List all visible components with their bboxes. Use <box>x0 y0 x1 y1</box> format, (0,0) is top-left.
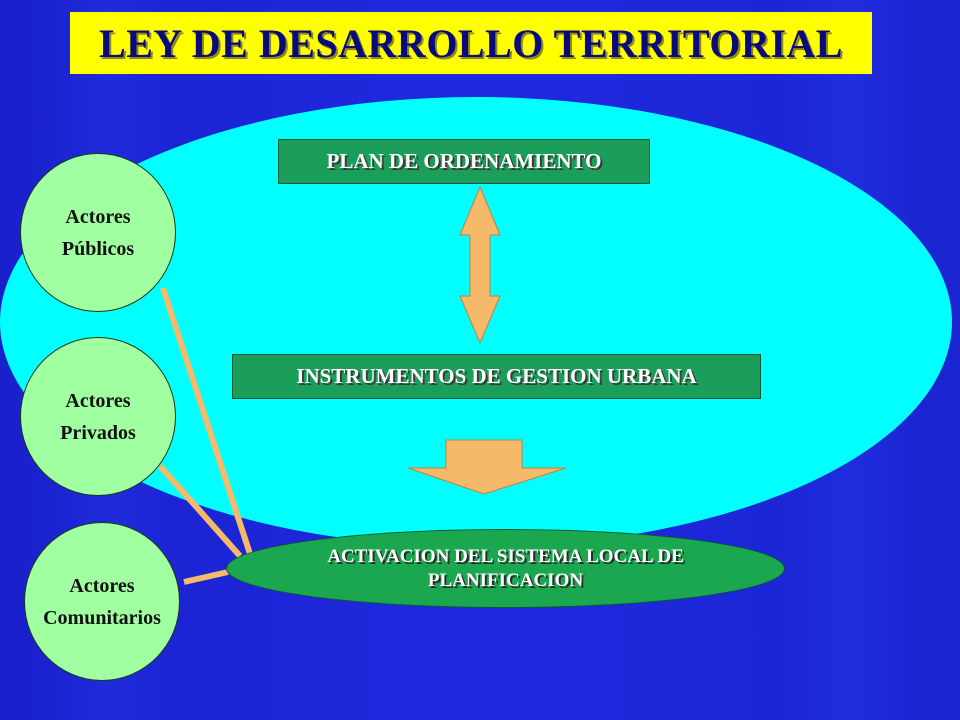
plan-ordenamiento-label: PLAN DE ORDENAMIENTO <box>326 149 602 173</box>
double-arrow-icon <box>459 185 501 345</box>
actor-publicos-label: Actores Públicos <box>61 205 135 260</box>
connector-privados <box>157 464 243 558</box>
plan-ordenamiento-box: PLAN DE ORDENAMIENTO <box>278 139 650 184</box>
actor-privados-label: Actores Privados <box>60 389 136 444</box>
activacion-label: ACTIVACION DEL SISTEMA LOCAL DE PLANIFIC… <box>327 545 684 591</box>
activacion-ellipse: ACTIVACION DEL SISTEMA LOCAL DE PLANIFIC… <box>226 529 785 608</box>
instrumentos-gestion-label: INSTRUMENTOS DE GESTION URBANA <box>296 364 697 388</box>
actor-comunitarios-circle: Actores Comunitarios <box>24 522 180 681</box>
instrumentos-gestion-box: INSTRUMENTOS DE GESTION URBANA <box>232 354 761 399</box>
actor-privados-circle: Actores Privados <box>20 337 176 496</box>
actor-publicos-circle: Actores Públicos <box>20 153 176 312</box>
connector-publicos <box>160 287 255 561</box>
title-banner: LEY DE DESARROLLO TERRITORIAL <box>70 12 872 74</box>
connector-comunitarios <box>183 569 229 585</box>
actor-comunitarios-label: Actores Comunitarios <box>43 574 161 629</box>
down-arrow-icon <box>407 439 567 495</box>
page-title: LEY DE DESARROLLO TERRITORIAL <box>99 20 843 66</box>
